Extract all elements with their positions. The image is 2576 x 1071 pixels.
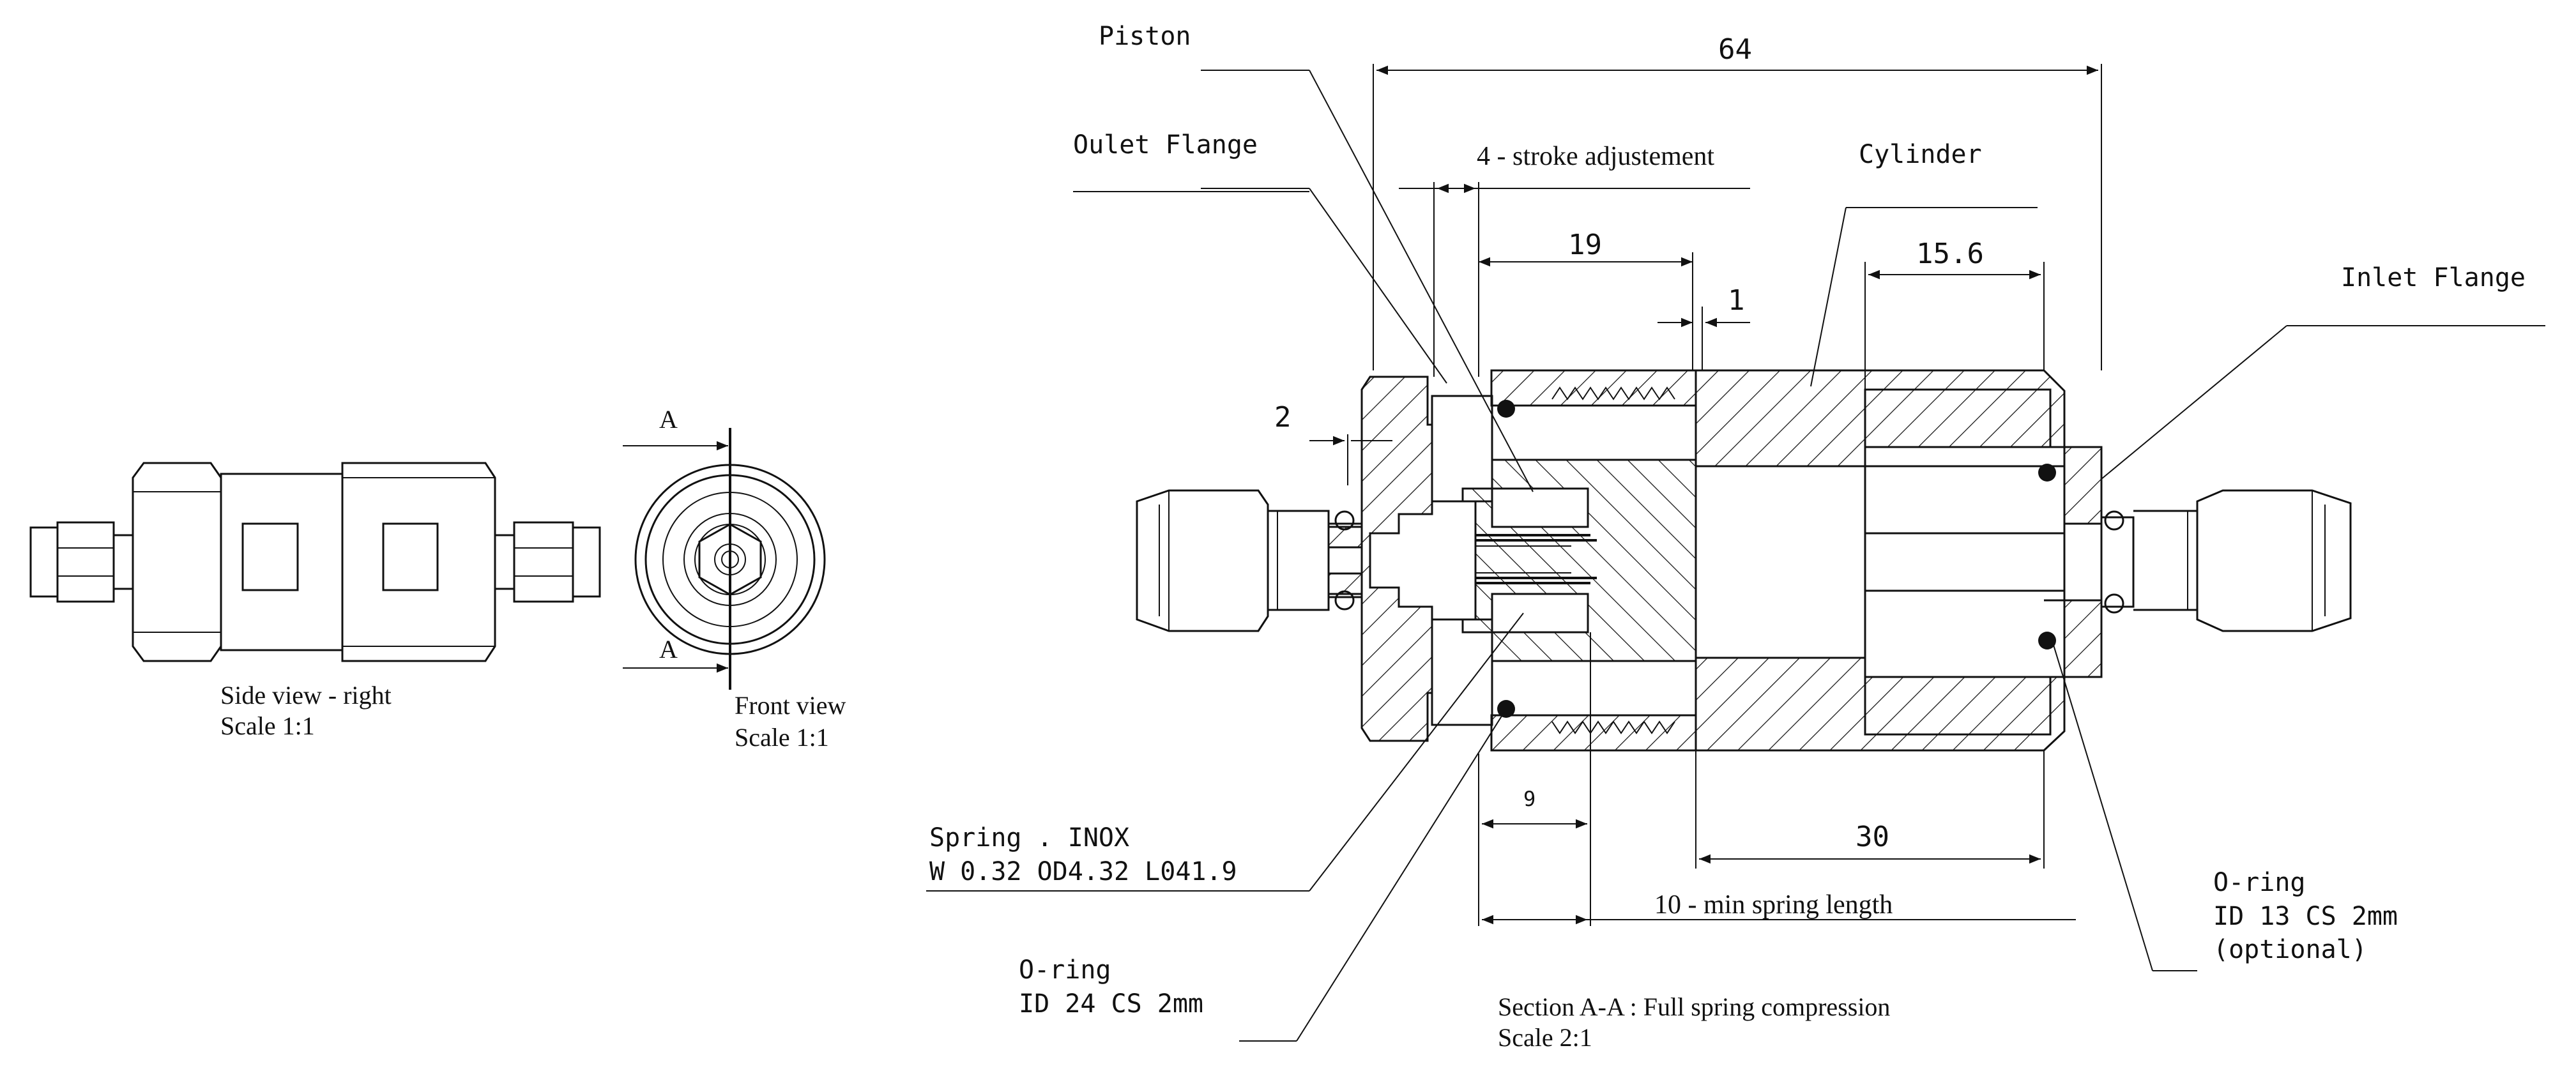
callout-inlet-flange: Inlet Flange xyxy=(2341,263,2526,292)
section-marker-top: A xyxy=(659,405,678,434)
callout-oring-inner-1: O-ring xyxy=(2213,868,2306,897)
callout-oring-outer-1: O-ring xyxy=(1019,955,1111,985)
front-view: A A Front view Scale 1:1 xyxy=(623,405,846,752)
front-view-scale: Scale 1:1 xyxy=(735,723,829,752)
outlet-flange-body xyxy=(1360,376,1433,742)
callout-spring-2: W 0.32 OD4.32 L041.9 xyxy=(929,857,1237,886)
side-view-title: Side view - right xyxy=(220,681,392,710)
callout-oring-outer-2: ID 24 CS 2mm xyxy=(1019,989,1203,1019)
section-view: 64 4 - stroke adjustement 19 1 15.6 2 9 xyxy=(926,22,2545,1052)
dim-19: 19 xyxy=(1568,229,1602,261)
dim-stroke: 4 - stroke adjustement xyxy=(1477,142,1714,171)
callout-piston: Piston xyxy=(1099,22,1191,51)
dim-9: 9 xyxy=(1523,787,1536,811)
section-scale: Scale 2:1 xyxy=(1498,1023,1592,1052)
side-view-scale: Scale 1:1 xyxy=(220,711,315,740)
dim-2: 2 xyxy=(1274,401,1292,434)
inlet-flange-body xyxy=(2044,446,2103,525)
front-view-title: Front view xyxy=(735,691,846,720)
oring-inner-top xyxy=(2038,464,2056,482)
dim-min-spring: 10 - min spring length xyxy=(1654,890,1893,920)
oring-outer-top xyxy=(1497,400,1515,418)
section-marker-bottom: A xyxy=(659,635,678,664)
section-title: Section A-A : Full spring compression xyxy=(1498,992,1890,1021)
dim-30: 30 xyxy=(1856,821,1889,853)
callout-oring-inner-2: ID 13 CS 2mm xyxy=(2213,902,2398,931)
oring-inner-bottom xyxy=(2038,632,2056,649)
dim-15-6: 15.6 xyxy=(1916,238,1984,270)
callout-spring-1: Spring . INOX xyxy=(929,823,1129,853)
oring-outer-bottom xyxy=(1497,700,1515,718)
dim-overall: 64 xyxy=(1718,33,1752,66)
cylinder-body xyxy=(1695,369,2066,467)
callout-cylinder: Cylinder xyxy=(1859,140,1982,169)
side-view: Side view - right Scale 1:1 xyxy=(29,462,601,740)
dim-1: 1 xyxy=(1728,284,1745,317)
callout-oring-inner-3: (optional) xyxy=(2213,935,2367,964)
callout-outlet-flange: Oulet Flange xyxy=(1073,130,1258,160)
